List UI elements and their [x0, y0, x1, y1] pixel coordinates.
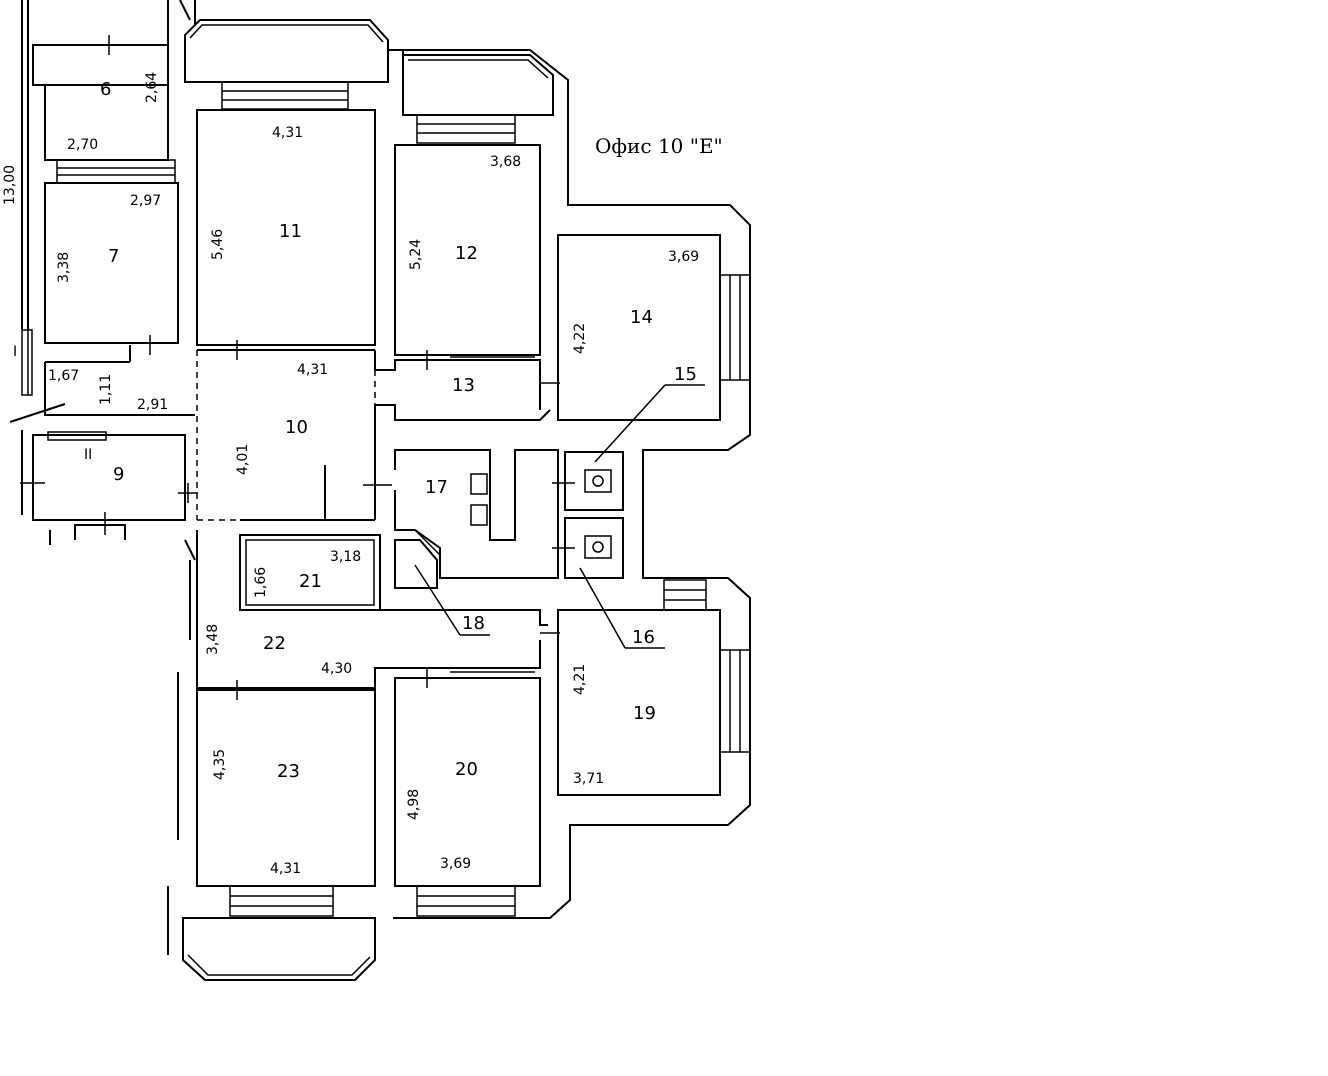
room-8-dim-2: 1,11	[98, 374, 114, 405]
stair-mark-2: II	[84, 447, 92, 463]
room-23-dim-2: 4,31	[270, 861, 301, 877]
dim-overall: 13,00	[2, 165, 18, 205]
room-18-number: 18	[462, 613, 485, 634]
room-12-dim-1: 3,68	[490, 154, 521, 170]
room-12-number: 12	[455, 243, 478, 264]
room-19-dim-2: 3,71	[573, 771, 604, 787]
room-22-dim-1: 3,48	[205, 624, 221, 655]
room-21-number: 21	[299, 571, 322, 592]
room-10-dim-1: 4,31	[297, 362, 328, 378]
room-20-dim-1: 4,98	[406, 789, 422, 820]
room-14-dim-2: 4,22	[572, 323, 588, 354]
room-23-number: 23	[277, 761, 300, 782]
room-7-dim-1: 2,97	[130, 193, 161, 209]
room-15-number: 15	[674, 364, 697, 385]
plan-title: Офис 10 "Е"	[595, 134, 723, 158]
room-14-number: 14	[630, 307, 653, 328]
room-19-dim-1: 4,21	[572, 664, 588, 695]
room-10-number: 10	[285, 417, 308, 438]
room-20-number: 20	[455, 759, 478, 780]
room-11-number: 11	[279, 221, 302, 242]
walls	[9, 0, 751, 981]
room-10-dim-2: 4,01	[235, 444, 251, 475]
room-17-number: 17	[425, 477, 448, 498]
room-14-dim-1: 3,69	[668, 249, 699, 265]
room-12-dim-2: 5,24	[408, 239, 424, 270]
room-22-number: 22	[263, 633, 286, 654]
room-11-dim-1: 4,31	[272, 125, 303, 141]
room-13-number: 13	[452, 375, 475, 396]
room-23-dim-1: 4,35	[212, 749, 228, 780]
room-21-dim-1: 3,18	[330, 549, 361, 565]
room-7-number: 7	[108, 246, 119, 267]
room-16-number: 16	[632, 627, 655, 648]
room-7-dim-2: 3,38	[56, 252, 72, 283]
room-6-dim-1: 2,64	[144, 72, 160, 103]
room-19-number: 19	[633, 703, 656, 724]
stair-mark-1: I	[13, 344, 17, 360]
room-11-dim-2: 5,46	[210, 229, 226, 260]
room-9-number: 9	[113, 464, 124, 485]
room-20-dim-2: 3,69	[440, 856, 471, 872]
room-8-dim-3: 2,91	[137, 397, 168, 413]
room-22-dim-2: 4,30	[321, 661, 352, 677]
room-6-number: 6	[100, 79, 111, 100]
room-6-dim-2: 2,70	[67, 137, 98, 153]
room-21-dim-2: 1,66	[253, 567, 269, 598]
room-8-dim-1: 1,67	[48, 368, 79, 384]
